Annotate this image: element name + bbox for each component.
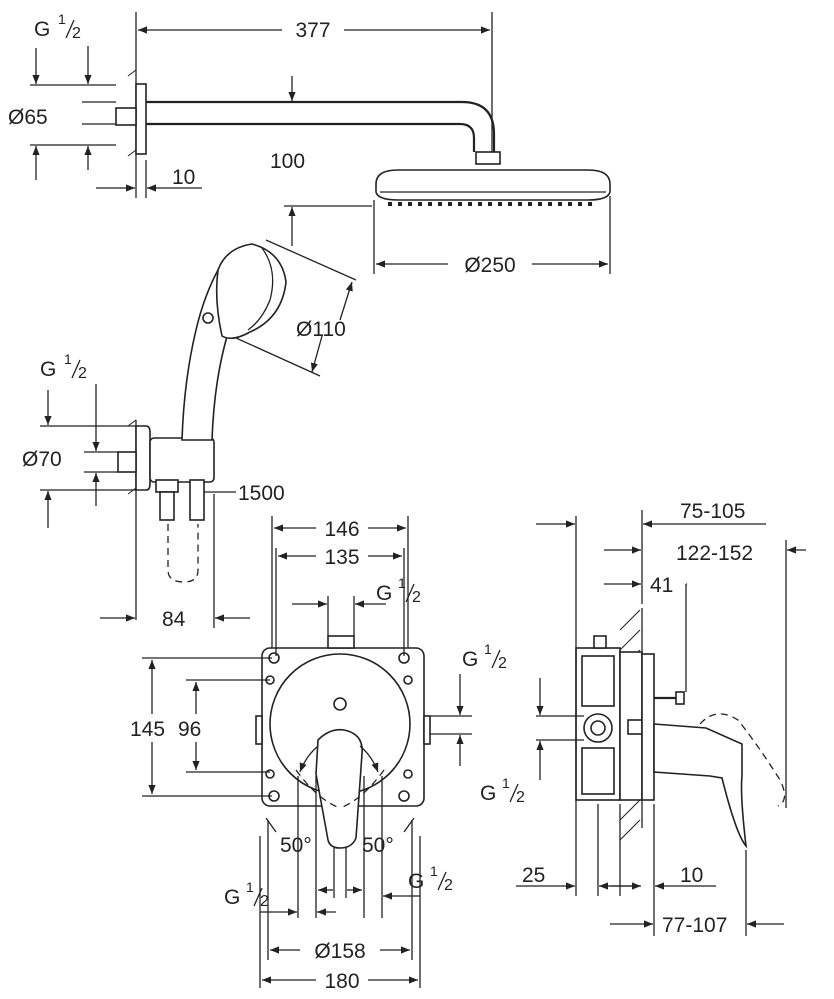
dim-angle-right: 50° (362, 834, 394, 857)
svg-text:1: 1 (64, 351, 72, 367)
dim-install-depth: 75-105 (680, 500, 745, 523)
dim-overall-depth: 122-152 (676, 542, 753, 565)
dim-overall-width: 377 (295, 19, 330, 42)
svg-text:1: 1 (430, 863, 438, 879)
svg-text:1: 1 (398, 575, 406, 591)
dim-wall-offset: 41 (650, 574, 673, 597)
thread-label-hand: G (40, 358, 56, 381)
svg-text:2: 2 (260, 893, 269, 910)
dim-box-center-height: 96 (178, 718, 201, 741)
thread-label-bottom-right: G (408, 870, 424, 893)
dim-box-height: 145 (130, 718, 165, 741)
mixer-side-drawing: 75-105 122-152 41 G 1 2 25 10 77-107 (480, 500, 806, 937)
svg-text:2: 2 (444, 877, 453, 894)
mixer-front-drawing: 50° 50° 146 135 G 1 2 G 1 2 (130, 516, 507, 993)
dim-flange-depth: 10 (172, 166, 195, 189)
svg-text:1: 1 (246, 879, 254, 895)
dim-handle-depth: 77-107 (662, 914, 727, 937)
svg-text:2: 2 (516, 789, 525, 806)
dim-outlet-projection: 84 (162, 608, 186, 631)
dim-wall-thickness: 25 (522, 864, 545, 887)
dim-box-width-inner: 135 (324, 546, 359, 569)
dim-hand-shower-diameter: Ø110 (296, 318, 346, 341)
thread-label-bottom-left: G (224, 886, 240, 909)
svg-text:2: 2 (72, 25, 81, 42)
hand-shower-drawing: Ø110 G 1 2 Ø70 1500 84 (22, 239, 357, 631)
svg-text:1: 1 (502, 775, 510, 791)
svg-text:2: 2 (412, 589, 421, 606)
thread-label-top: G (376, 582, 392, 605)
dim-arm-projection: 100 (270, 150, 305, 173)
dim-rosette-diameter: Ø158 (314, 940, 365, 963)
svg-text:1: 1 (484, 641, 492, 657)
thread-label-right: G (462, 648, 478, 671)
thread-label-arm: G (34, 18, 50, 41)
thread-label-side: G (480, 782, 496, 805)
dim-rosette-depth: 10 (680, 864, 703, 887)
svg-text:1: 1 (58, 11, 66, 27)
dim-head-diameter: Ø250 (464, 254, 515, 277)
svg-text:2: 2 (498, 655, 507, 672)
rain-shower-drawing: 377 G 1 2 Ø65 100 10 Ø250 (8, 11, 611, 277)
dim-rosette-width: 180 (324, 970, 359, 993)
dim-outlet-diameter: Ø70 (22, 448, 62, 471)
dim-angle-left: 50° (280, 834, 312, 857)
dim-hose-length: 1500 (238, 482, 285, 505)
dim-arm-diameter: Ø65 (8, 106, 48, 129)
dim-box-width-outer: 146 (324, 518, 359, 541)
svg-text:2: 2 (78, 365, 87, 382)
